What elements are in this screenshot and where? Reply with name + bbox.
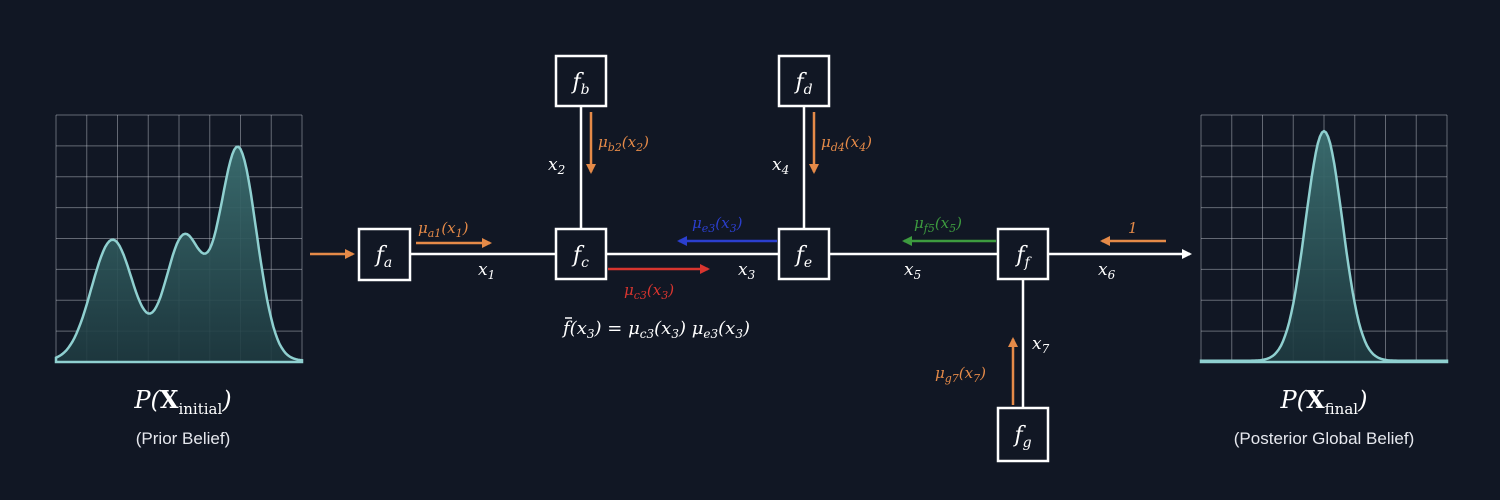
belief-formula: f(x3) = μc3(x3) μe3(x3) bbox=[561, 317, 750, 341]
factor-node-fg[interactable] bbox=[996, 406, 1050, 463]
message-label-one: 1 bbox=[1128, 219, 1138, 237]
variable-label-x7: x7 bbox=[1032, 334, 1050, 356]
posterior-title: P(Xfinal) bbox=[1280, 385, 1368, 418]
variable-label-x6: x6 bbox=[1098, 260, 1116, 282]
variable-label-x2: x2 bbox=[548, 155, 565, 177]
factor-node-fd[interactable] bbox=[777, 54, 831, 108]
prior-title: P(Xinitial) bbox=[133, 385, 231, 418]
prior-caption: (Prior Belief) bbox=[136, 429, 230, 448]
factor-node-fb[interactable] bbox=[554, 54, 608, 108]
message-label-f5: μf5(x5) bbox=[914, 214, 962, 235]
factor-node-fc[interactable] bbox=[554, 227, 608, 281]
posterior-distribution-plot bbox=[1199, 114, 1449, 364]
factor-nodes bbox=[357, 54, 1050, 463]
factor-node-ff[interactable] bbox=[996, 227, 1050, 281]
factor-node-fe[interactable] bbox=[777, 227, 831, 281]
variable-label-x3: x3 bbox=[738, 260, 756, 282]
variable-label-x1: x1 bbox=[478, 260, 495, 282]
variable-label-x4: x4 bbox=[772, 155, 789, 177]
prior-distribution-plot bbox=[54, 114, 304, 364]
factor-node-fa[interactable] bbox=[357, 227, 412, 282]
message-label-a1: μa1(x1) bbox=[418, 219, 469, 240]
message-label-b2: μb2(x2) bbox=[598, 133, 649, 154]
message-label-c3: μc3(x3) bbox=[624, 281, 674, 302]
message-label-d4: μd4(x4) bbox=[821, 133, 872, 154]
prior-density-curve bbox=[54, 145, 304, 364]
variable-label-x5: x5 bbox=[904, 260, 921, 282]
graph-edges bbox=[410, 106, 1192, 408]
message-label-e3: μe3(x3) bbox=[692, 214, 743, 235]
message-label-g7: μg7(x7) bbox=[935, 364, 986, 385]
message-arrows bbox=[310, 112, 1166, 405]
posterior-density-curve bbox=[1199, 129, 1449, 364]
belief-formula-text: f(x3) = μc3(x3) μe3(x3) bbox=[561, 318, 750, 341]
posterior-caption: (Posterior Global Belief) bbox=[1234, 429, 1414, 448]
